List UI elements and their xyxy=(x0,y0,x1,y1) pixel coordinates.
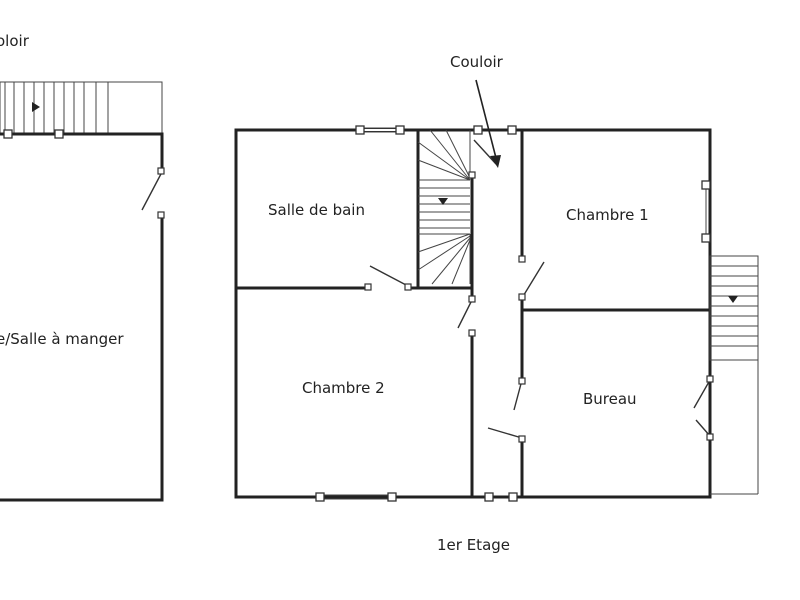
door-left-plan xyxy=(141,167,165,219)
floor-label: 1er Etage xyxy=(437,536,510,554)
doors xyxy=(364,139,714,443)
corridor-label-left: oloir xyxy=(0,32,30,50)
windows xyxy=(315,125,711,502)
office-label: Bureau xyxy=(583,390,637,408)
bedroom2-label: Chambre 2 xyxy=(302,379,385,397)
living-dining-label: e/Salle à manger xyxy=(0,330,124,348)
corridor-label: Couloir xyxy=(450,53,504,71)
staircase-main xyxy=(417,129,471,285)
main-floor-plan xyxy=(234,79,759,502)
bedroom1-label: Chambre 1 xyxy=(566,206,649,224)
staircase-exterior xyxy=(709,255,759,495)
corridor-arrow xyxy=(475,79,501,168)
staircase-left xyxy=(0,81,163,135)
left-floor-plan xyxy=(0,81,165,502)
bathroom-label: Salle de bain xyxy=(268,201,365,219)
